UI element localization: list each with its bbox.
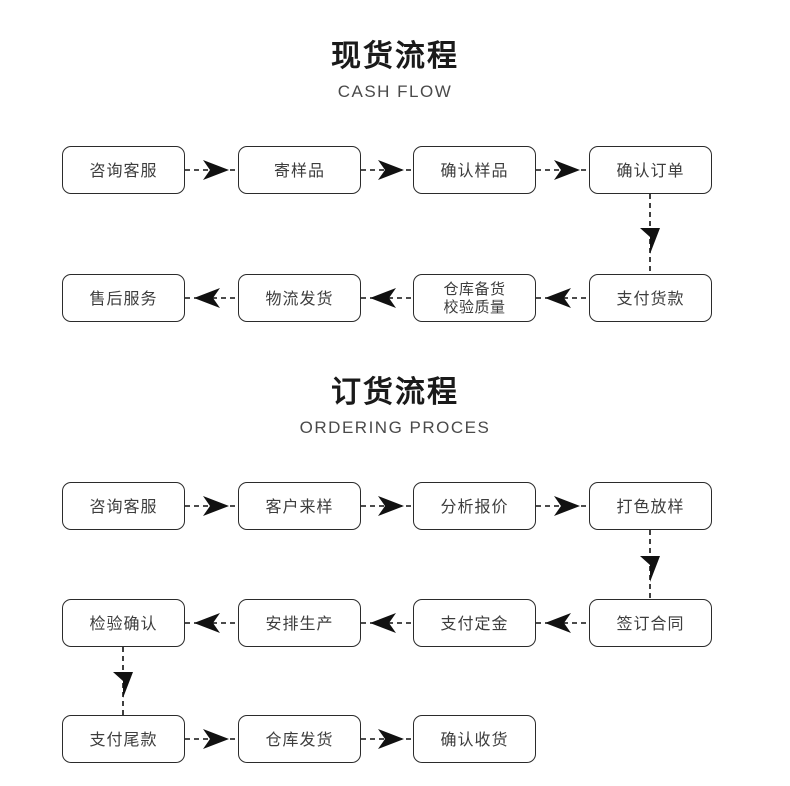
node-op-customer-sample[interactable]: 客户来样 xyxy=(238,482,361,530)
arrow-op-2-to-3 xyxy=(361,496,413,516)
arrow-op-5-down-to-9 xyxy=(113,647,133,715)
arrow-op-3-to-4 xyxy=(536,496,589,516)
arrow-cf-2-to-3 xyxy=(361,160,413,180)
node-op-consult-service[interactable]: 咨询客服 xyxy=(62,482,185,530)
node-op-color-sampling[interactable]: 打色放样 xyxy=(589,482,712,530)
node-label: 支付货款 xyxy=(616,288,685,308)
node-label: 确认订单 xyxy=(616,160,685,180)
node-label: 寄样品 xyxy=(273,160,325,180)
arrow-cf-3-to-4 xyxy=(536,160,589,180)
node-label: 客户来样 xyxy=(265,496,334,516)
cash-flow-title-en: CASH FLOW xyxy=(337,82,453,101)
arrow-op-8-to-7 xyxy=(536,613,589,633)
node-op-sign-contract[interactable]: 签订合同 xyxy=(589,599,712,647)
node-cf-send-sample[interactable]: 寄样品 xyxy=(238,146,361,194)
node-label: 打色放样 xyxy=(616,496,685,516)
node-label: 检验确认 xyxy=(89,613,158,633)
node-label: 分析报价 xyxy=(440,496,509,516)
node-label: 咨询客服 xyxy=(89,160,158,180)
arrow-op-9-to-10 xyxy=(185,729,238,749)
node-label: 咨询客服 xyxy=(89,496,158,516)
node-cf-confirm-sample[interactable]: 确认样品 xyxy=(413,146,536,194)
cash-flow-title-block: 现货流程 CASH FLOW xyxy=(0,38,790,104)
arrow-cf-6-to-5 xyxy=(185,288,238,308)
ordering-process-title-block: 订货流程 ORDERING PROCES xyxy=(0,374,790,440)
node-cf-warehouse-stock-quality[interactable]: 仓库备货 校验质量 xyxy=(413,274,536,322)
node-cf-consult-service[interactable]: 咨询客服 xyxy=(62,146,185,194)
arrow-cf-7-to-6 xyxy=(361,288,413,308)
cash-flow-title-cn: 现货流程 xyxy=(331,39,459,74)
node-op-arrange-production[interactable]: 安排生产 xyxy=(238,599,361,647)
arrow-op-10-to-11 xyxy=(361,729,413,749)
ordering-process-title-en: ORDERING PROCES xyxy=(299,418,491,437)
node-label: 签订合同 xyxy=(616,613,685,633)
node-op-pay-balance[interactable]: 支付尾款 xyxy=(62,715,185,763)
ordering-process-title-cn: 订货流程 xyxy=(331,375,459,410)
node-cf-after-sales[interactable]: 售后服务 xyxy=(62,274,185,322)
node-label: 仓库备货 校验质量 xyxy=(443,280,506,316)
node-label: 确认收货 xyxy=(440,729,509,749)
node-label: 确认样品 xyxy=(440,160,509,180)
node-op-warehouse-ship[interactable]: 仓库发货 xyxy=(238,715,361,763)
node-cf-confirm-order[interactable]: 确认订单 xyxy=(589,146,712,194)
arrow-cf-4-down-to-8 xyxy=(640,194,660,274)
arrow-cf-8-to-7 xyxy=(536,288,589,308)
node-label: 仓库发货 xyxy=(265,729,334,749)
arrow-op-6-to-5 xyxy=(185,613,238,633)
node-label: 安排生产 xyxy=(265,613,334,633)
arrow-cf-1-to-2 xyxy=(185,160,238,180)
node-cf-pay-goods[interactable]: 支付货款 xyxy=(589,274,712,322)
node-op-analyze-quote[interactable]: 分析报价 xyxy=(413,482,536,530)
node-label: 支付尾款 xyxy=(89,729,158,749)
node-op-inspect-confirm[interactable]: 检验确认 xyxy=(62,599,185,647)
arrow-op-7-to-6 xyxy=(361,613,413,633)
arrow-op-1-to-2 xyxy=(185,496,238,516)
node-cf-logistics-ship[interactable]: 物流发货 xyxy=(238,274,361,322)
node-label: 物流发货 xyxy=(265,288,334,308)
node-op-confirm-receipt[interactable]: 确认收货 xyxy=(413,715,536,763)
arrow-op-4-down-to-8 xyxy=(640,530,660,599)
node-op-pay-deposit[interactable]: 支付定金 xyxy=(413,599,536,647)
node-label: 售后服务 xyxy=(89,288,158,308)
node-label: 支付定金 xyxy=(440,613,509,633)
